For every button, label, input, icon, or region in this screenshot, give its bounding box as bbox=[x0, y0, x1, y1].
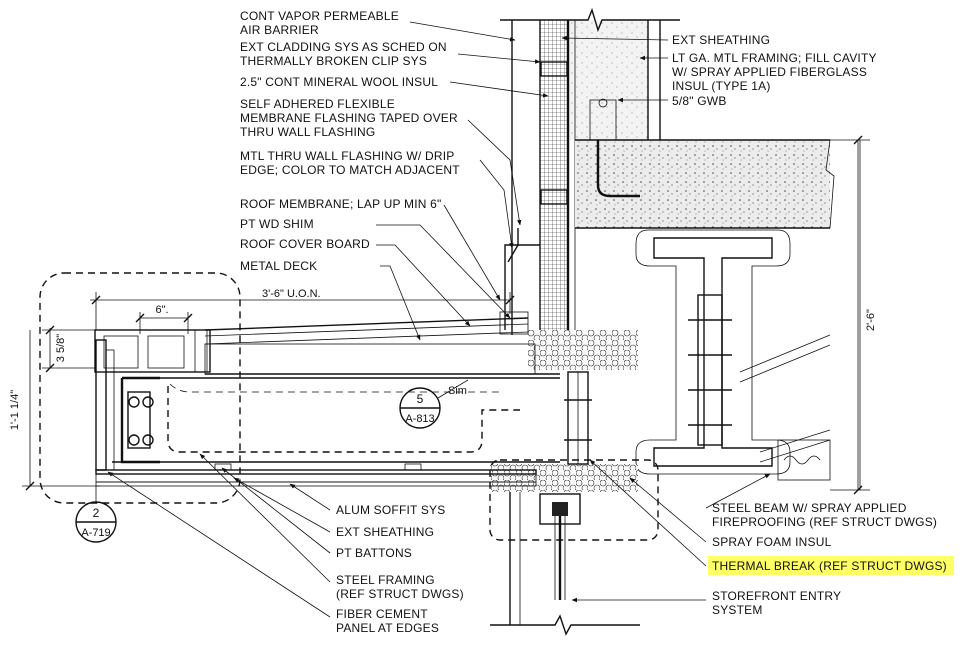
dimension-six-inch: 6". bbox=[135, 304, 193, 334]
callout-number: 2 bbox=[93, 506, 100, 520]
callout-note: Sim bbox=[448, 385, 467, 397]
highlight-marker bbox=[708, 556, 954, 575]
dimension-beam-depth-label: 2'-6" bbox=[865, 309, 877, 331]
label-membrane-flashing-1: SELF ADHERED FLEXIBLE bbox=[240, 97, 395, 111]
break-line-icon bbox=[490, 614, 640, 636]
label-steel-beam-1: STEEL BEAM W/ SPRAY APPLIED bbox=[712, 501, 907, 515]
spray-foam-upper bbox=[528, 330, 638, 370]
steel-beam bbox=[653, 237, 773, 467]
label-steel-framing-2: (REF STRUCT DWGS) bbox=[336, 587, 464, 601]
label-metal-deck: METAL DECK bbox=[240, 259, 317, 273]
enlargement-boundary-right bbox=[489, 459, 659, 541]
dimension-six-inch-label: 6". bbox=[155, 304, 168, 316]
label-thermal-break: THERMAL BREAK (REF STRUCT DWGS) bbox=[712, 559, 947, 573]
mineral-wool-insulation bbox=[540, 20, 568, 335]
label-air-barrier-1: CONT VAPOR PERMEABLE bbox=[240, 9, 399, 23]
label-pt-battons: PT BATTONS bbox=[336, 546, 412, 560]
label-lt-ga-framing-2: W/ SPRAY APPLIED FIBERGLASS bbox=[672, 65, 867, 79]
label-spray-foam: SPRAY FOAM INSUL bbox=[712, 535, 832, 549]
label-lt-ga-framing-3: INSUL (TYPE 1A) bbox=[672, 79, 771, 93]
label-membrane-flashing-3: THRU WALL FLASHING bbox=[240, 125, 375, 139]
dimension-one-one-quarter-label: 1'-1 1/4" bbox=[9, 390, 21, 430]
detail-callout-5[interactable]: 5 A-813 Sim bbox=[399, 379, 469, 429]
enlargement-boundary-left bbox=[39, 272, 241, 504]
dimension-overhang-label: 3'-6" U.O.N. bbox=[262, 288, 321, 300]
callout-number: 5 bbox=[417, 392, 424, 406]
dimension-beam-depth: 2'-6" bbox=[830, 135, 877, 495]
label-ext-sheathing-bottom: EXT SHEATHING bbox=[336, 525, 434, 539]
label-storefront-2: SYSTEM bbox=[712, 603, 763, 617]
labels-left-group: CONT VAPOR PERMEABLE AIR BARRIER EXT CLA… bbox=[240, 9, 460, 273]
label-pt-wd-shim: PT WD SHIM bbox=[240, 217, 314, 231]
label-gwb: 5/8" GWB bbox=[672, 94, 727, 108]
spray-foam-lower bbox=[490, 464, 638, 492]
label-lt-ga-framing-1: LT GA. MTL FRAMING; FILL CAVITY bbox=[672, 51, 877, 65]
label-fiber-cement-2: PANEL AT EDGES bbox=[336, 621, 439, 635]
label-steel-beam-2: FIREPROOFING (REF STRUCT DWGS) bbox=[712, 515, 937, 529]
dimension-overhang: 3'-6" U.O.N. bbox=[90, 288, 515, 330]
label-steel-framing-1: STEEL FRAMING bbox=[336, 573, 435, 587]
leader-lines bbox=[107, 21, 771, 618]
concrete-slab bbox=[575, 140, 830, 228]
label-roof-cover-board: ROOF COVER BOARD bbox=[240, 237, 370, 251]
detail-callout-2[interactable]: 2 A-719 bbox=[75, 486, 117, 543]
labels-right-top-group: EXT SHEATHING LT GA. MTL FRAMING; FILL C… bbox=[672, 33, 877, 108]
label-cladding-1: EXT CLADDING SYS AS SCHED ON bbox=[240, 40, 447, 54]
wall-cavity-insulation bbox=[568, 20, 648, 140]
label-mineral-wool: 2.5" CONT MINERAL WOOL INSUL bbox=[240, 75, 438, 89]
callout-sheet: A-719 bbox=[81, 527, 110, 539]
label-alum-soffit: ALUM SOFFIT SYS bbox=[336, 503, 445, 517]
label-storefront-1: STOREFRONT ENTRY bbox=[712, 589, 841, 603]
break-line-icon bbox=[500, 7, 680, 33]
dimension-one-one-quarter: 1'-1 1/4" bbox=[9, 330, 100, 491]
dimension-three-five-eighths-label: 3 5/8" bbox=[55, 334, 67, 362]
callout-sheet: A-813 bbox=[405, 413, 434, 425]
label-thru-wall-flashing-2: EDGE; COLOR TO MATCH ADJACENT bbox=[240, 163, 460, 177]
label-fiber-cement-1: FIBER CEMENT bbox=[336, 607, 428, 621]
dimension-three-five-eighths: 3 5/8" bbox=[42, 325, 96, 373]
labels-bottom-left-group: ALUM SOFFIT SYS EXT SHEATHING PT BATTONS… bbox=[336, 503, 464, 635]
label-air-barrier-2: AIR BARRIER bbox=[240, 23, 319, 37]
label-membrane-flashing-2: MEMBRANE FLASHING TAPED OVER bbox=[240, 111, 458, 125]
labels-bottom-right-group: STEEL BEAM W/ SPRAY APPLIED FIREPROOFING… bbox=[712, 501, 947, 617]
beam-fireproofing bbox=[635, 229, 791, 475]
label-thru-wall-flashing-1: MTL THRU WALL FLASHING W/ DRIP bbox=[240, 149, 454, 163]
label-ext-sheathing-top: EXT SHEATHING bbox=[672, 33, 770, 47]
label-roof-membrane: ROOF MEMBRANE; LAP UP MIN 6" bbox=[240, 197, 441, 211]
label-cladding-2: THERMALLY BROKEN CLIP SYS bbox=[240, 54, 427, 68]
